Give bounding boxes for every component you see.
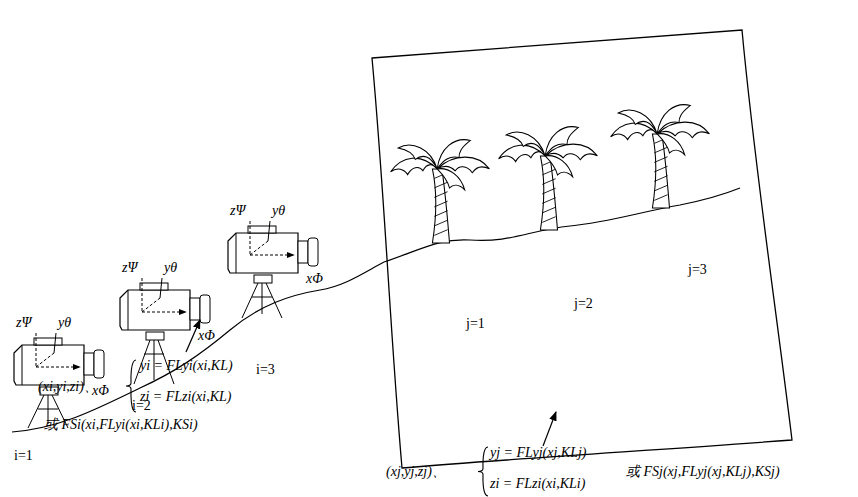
formula: zi = FLzi(xi,KL) — [140, 389, 232, 404]
formula: (xi,yi,zi)、 — [38, 379, 98, 394]
hill-ground — [12, 262, 384, 432]
camera-on-tripod — [228, 221, 318, 318]
axis-label: zΨ — [16, 315, 31, 330]
pointer-arrow — [543, 412, 556, 446]
formula: (xj,yj,zj)、 — [386, 464, 446, 479]
axis-label: xΦ — [306, 271, 323, 286]
formula: 或 FSi(xi,FLyi(xi,KLi),KSi) — [44, 417, 198, 432]
axis-label: yθ — [272, 203, 285, 218]
palm-tree — [391, 140, 490, 243]
camera-on-tripod — [14, 333, 104, 428]
palm-tree — [499, 127, 598, 230]
index-label: i=3 — [256, 362, 275, 377]
brace — [478, 447, 488, 496]
index-label: j=2 — [574, 296, 593, 311]
formula: yj = FLyj(xj,KLj) — [490, 445, 587, 460]
axis-label: yθ — [58, 315, 71, 330]
axis-label: zΨ — [230, 203, 245, 218]
palm-tree — [611, 105, 710, 208]
formula: 或 FSj(xj,FLyj(xj,KLj),KSj) — [626, 464, 780, 479]
formula: yi = FLyi(xi,KL) — [140, 358, 233, 373]
screen-sheet — [372, 30, 792, 468]
axis-label: zΨ — [122, 260, 137, 275]
index-label: j=1 — [466, 316, 485, 331]
axis-label: xΦ — [198, 328, 215, 343]
index-label: j=3 — [688, 262, 707, 277]
index-label: i=1 — [14, 448, 33, 463]
pointer-arrow — [186, 320, 200, 352]
axis-label: yθ — [164, 260, 177, 275]
formula: zi = FLzi(xi,KLi) — [490, 476, 585, 491]
